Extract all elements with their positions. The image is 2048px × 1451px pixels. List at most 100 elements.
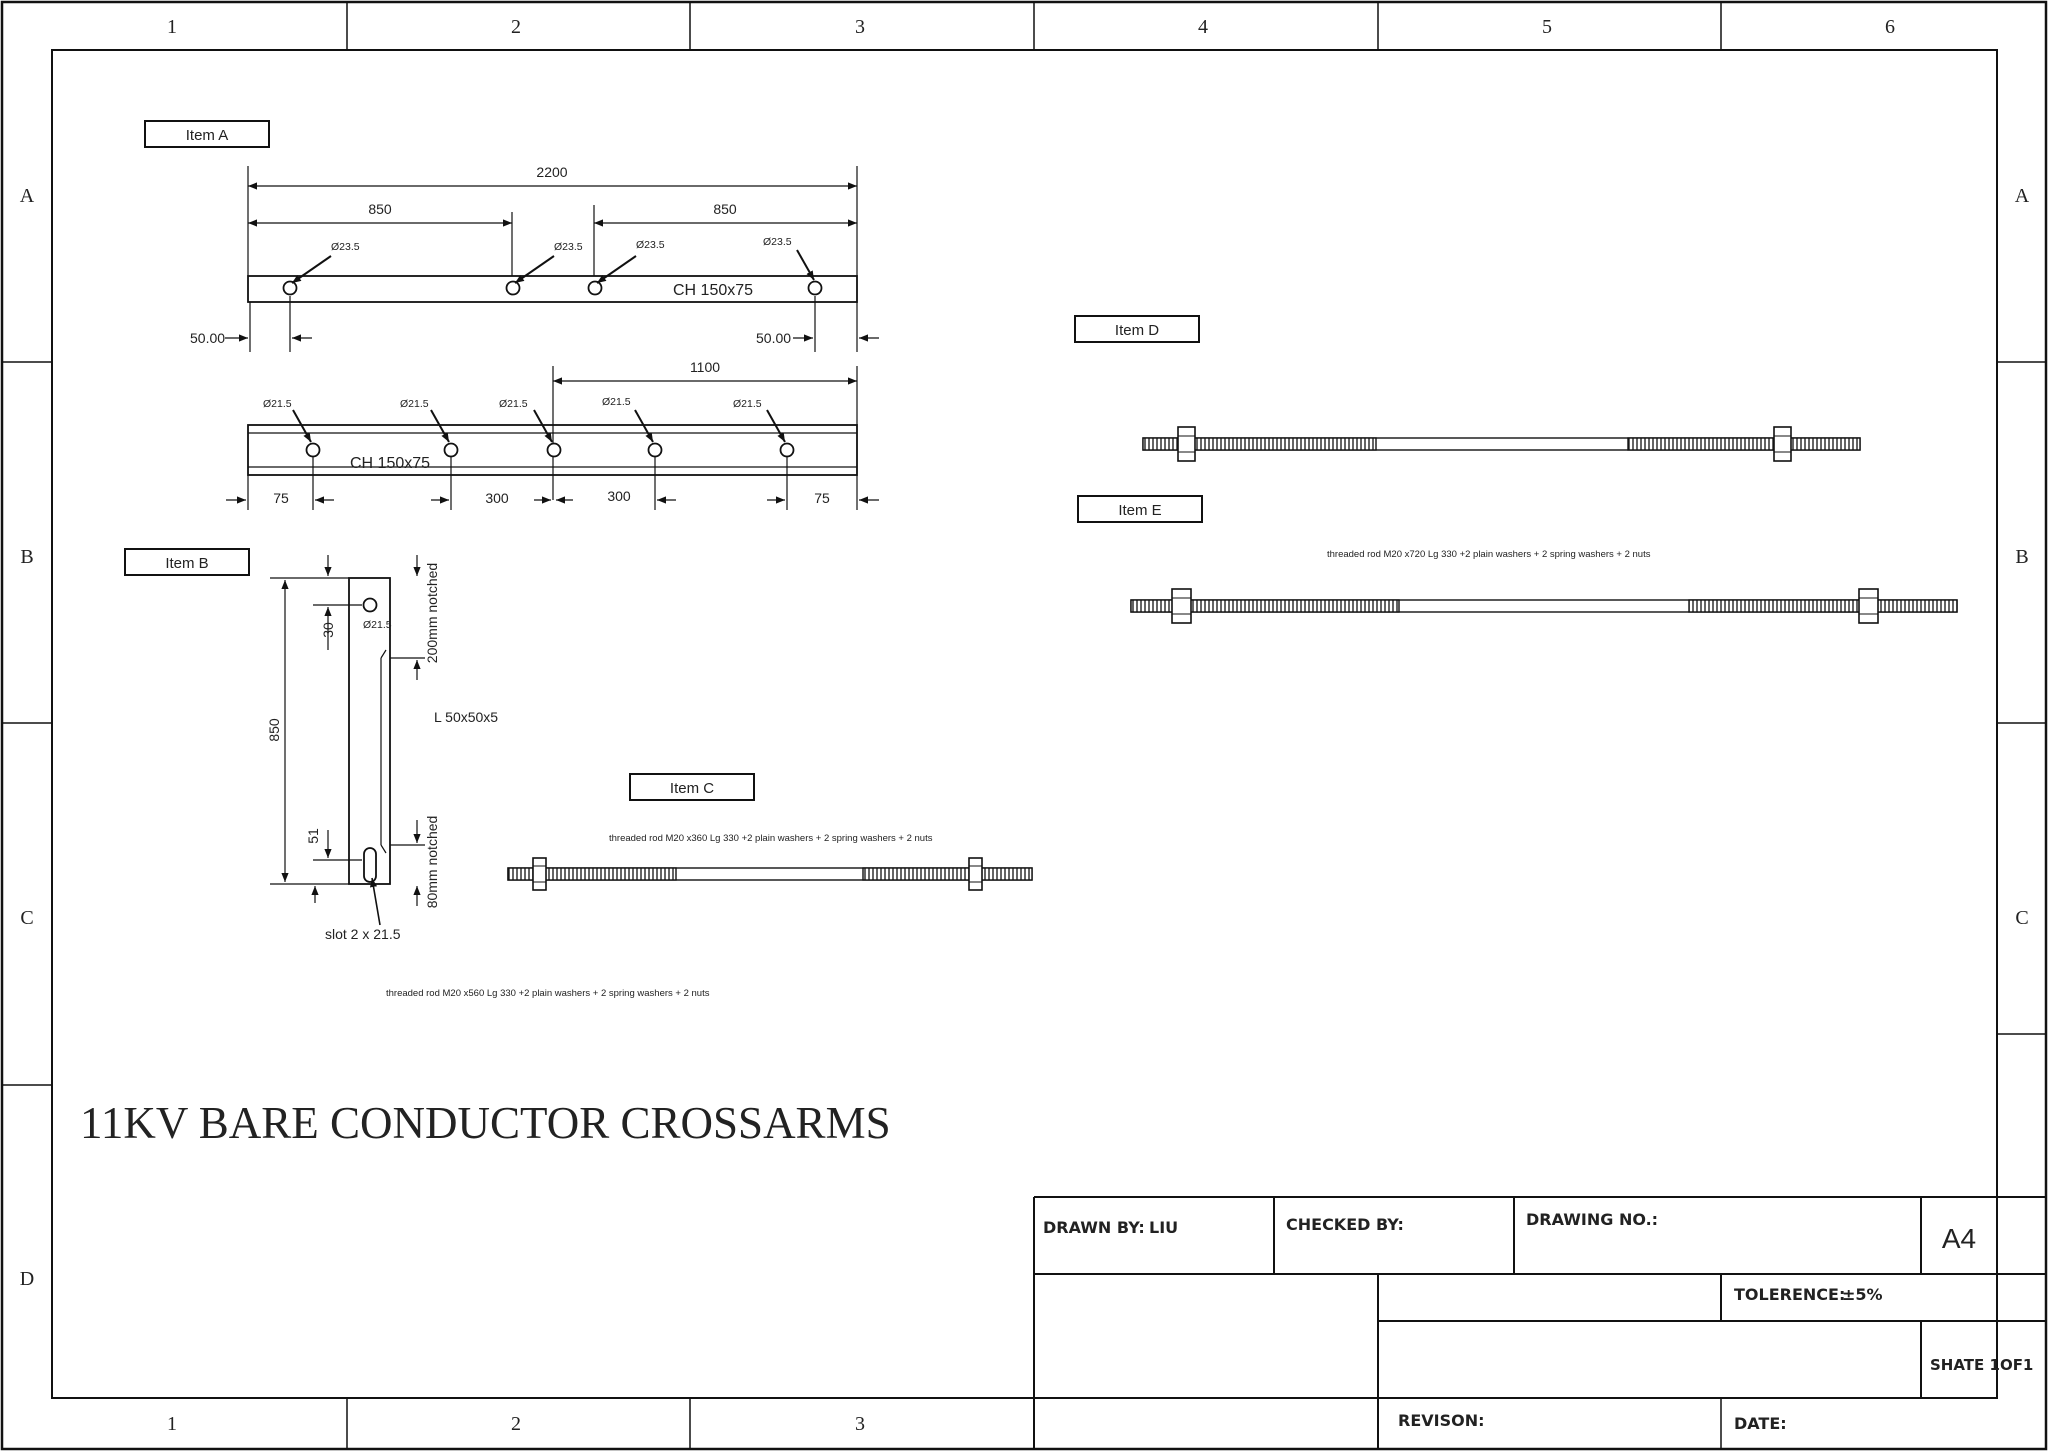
dimension-label: 300 bbox=[485, 490, 509, 506]
rod-description: threaded rod M20 x360 Lg 330 +2 plain wa… bbox=[609, 833, 933, 844]
bolt-hole bbox=[443, 442, 459, 458]
sheet-size: A4 bbox=[1942, 1223, 1976, 1254]
row-label: A bbox=[20, 185, 35, 207]
channel-bar-top bbox=[247, 275, 858, 303]
leader-arrow bbox=[596, 255, 637, 284]
column-label: 1 bbox=[167, 1413, 177, 1435]
hole-diameter-label: Ø23.5 bbox=[554, 241, 583, 253]
date-label: DATE: bbox=[1734, 1414, 1787, 1433]
hex-nut bbox=[968, 857, 983, 891]
row-label: C bbox=[2015, 907, 2028, 929]
tolerance-label: TOLERENCE: bbox=[1734, 1285, 1845, 1304]
hole-diameter-label: Ø23.5 bbox=[763, 236, 792, 248]
bolt-slot bbox=[363, 847, 377, 883]
drawn-by-value: LIU bbox=[1149, 1218, 1178, 1237]
tolerance-value: ±5% bbox=[1842, 1285, 1883, 1304]
hex-nut bbox=[532, 857, 547, 891]
rod-description: threaded rod M20 x720 Lg 330 +2 plain wa… bbox=[1327, 549, 1651, 560]
leader-arrow bbox=[369, 877, 381, 926]
edge-distance-label: 50.00 bbox=[190, 330, 225, 346]
section-label: L 50x50x5 bbox=[434, 709, 498, 725]
threaded-rod-d bbox=[1142, 426, 1861, 462]
leader-arrow bbox=[430, 409, 450, 443]
item-a-tag-box bbox=[144, 120, 270, 148]
hex-nut bbox=[1171, 588, 1192, 624]
leader-arrow bbox=[533, 409, 553, 443]
edge-distance-label: 50.00 bbox=[756, 330, 791, 346]
section-label: CH 150x75 bbox=[673, 282, 753, 299]
rod-note: threaded rod M20 x560 Lg 330 +2 plain wa… bbox=[386, 988, 710, 999]
dimension-label: 300 bbox=[607, 488, 631, 504]
hole-diameter-label: Ø23.5 bbox=[636, 239, 665, 251]
leader-arrow bbox=[514, 255, 555, 284]
column-label: 2 bbox=[511, 16, 521, 38]
dimension-label: 2200 bbox=[536, 164, 567, 180]
hole-diameter-label: Ø21.5 bbox=[733, 398, 762, 410]
column-label: 1 bbox=[167, 16, 177, 38]
bolt-hole bbox=[647, 442, 663, 458]
item-b: Item B 850 30 Ø21.5 200mm notched L 50x5… bbox=[124, 548, 498, 942]
row-label: B bbox=[2015, 546, 2028, 568]
row-label: A bbox=[2015, 185, 2030, 207]
leader-arrow bbox=[796, 249, 815, 281]
drawn-by-label: DRAWN BY: bbox=[1043, 1218, 1145, 1237]
leader-arrow bbox=[634, 409, 654, 443]
drawing-title: 11KV BARE CONDUCTOR CROSSARMS bbox=[80, 1098, 891, 1148]
hole-diameter-label: Ø21.5 bbox=[263, 398, 292, 410]
dimension-label: 850 bbox=[713, 201, 737, 217]
item-e-tag-box bbox=[1077, 495, 1203, 523]
item-c-tag-box bbox=[629, 773, 755, 801]
hole-diameter-label: Ø21.5 bbox=[400, 398, 429, 410]
leader-arrow bbox=[292, 409, 312, 443]
angle-bar bbox=[348, 577, 391, 885]
offset-label: 30 bbox=[320, 622, 336, 638]
leader-arrow bbox=[766, 409, 786, 443]
item-a: Item A 2200 850 850 bbox=[144, 120, 879, 510]
sheet-number: SHATE 1OF1 bbox=[1930, 1356, 2033, 1374]
bolt-hole bbox=[362, 597, 378, 613]
length-label: 850 bbox=[266, 718, 282, 742]
item-a-tag: Item A bbox=[186, 127, 229, 144]
item-d-tag-box bbox=[1074, 315, 1200, 343]
dimension-label: 1100 bbox=[690, 359, 720, 375]
hole-diameter-label: Ø21.5 bbox=[499, 398, 528, 410]
hole-diameter-label: Ø23.5 bbox=[331, 241, 360, 253]
threaded-rod-e bbox=[1130, 588, 1958, 624]
item-b-tag: Item B bbox=[165, 555, 208, 572]
item-d: Item D bbox=[1074, 315, 1861, 462]
hex-nut bbox=[1858, 588, 1879, 624]
bolt-hole bbox=[282, 280, 298, 296]
dimension-label: 75 bbox=[814, 490, 830, 506]
bolt-hole bbox=[305, 442, 321, 458]
dimension-label: 75 bbox=[273, 490, 289, 506]
notch-label: 200mm notched bbox=[424, 563, 440, 663]
dimension-label: 850 bbox=[368, 201, 392, 217]
notch-label: 80mm notched bbox=[424, 816, 440, 909]
bolt-hole bbox=[505, 280, 521, 296]
item-e-tag: Item E bbox=[1118, 502, 1161, 519]
slot-label: slot 2 x 21.5 bbox=[325, 926, 401, 942]
item-a-front-view: 1100 Ø21.5 Ø21.5 Ø21.5 Ø21.5 Ø21.5 bbox=[226, 359, 879, 510]
bolt-hole bbox=[779, 442, 795, 458]
row-label: C bbox=[20, 907, 33, 929]
bolt-hole bbox=[587, 280, 603, 296]
item-e: Item E threaded rod M20 x720 Lg 330 +2 p… bbox=[1077, 495, 1958, 624]
bolt-hole bbox=[807, 280, 823, 296]
column-label: 2 bbox=[511, 1413, 521, 1435]
item-c-tag: Item C bbox=[670, 780, 714, 797]
column-label: 3 bbox=[855, 16, 865, 38]
item-b-tag-box bbox=[124, 548, 250, 576]
row-label: B bbox=[20, 546, 33, 568]
column-label: 6 bbox=[1885, 16, 1895, 38]
offset-label: 51 bbox=[305, 828, 321, 844]
column-label: 4 bbox=[1198, 16, 1208, 38]
revision-label: REVISON: bbox=[1398, 1411, 1485, 1430]
bolt-hole bbox=[546, 442, 562, 458]
drawing-number-label: DRAWING NO.: bbox=[1526, 1210, 1658, 1229]
hole-diameter-label: Ø21.5 bbox=[363, 619, 392, 631]
hex-nut bbox=[1773, 426, 1792, 462]
item-d-tag: Item D bbox=[1115, 322, 1159, 339]
section-label: CH 150x75 bbox=[350, 455, 430, 472]
column-label: 3 bbox=[855, 1413, 865, 1435]
